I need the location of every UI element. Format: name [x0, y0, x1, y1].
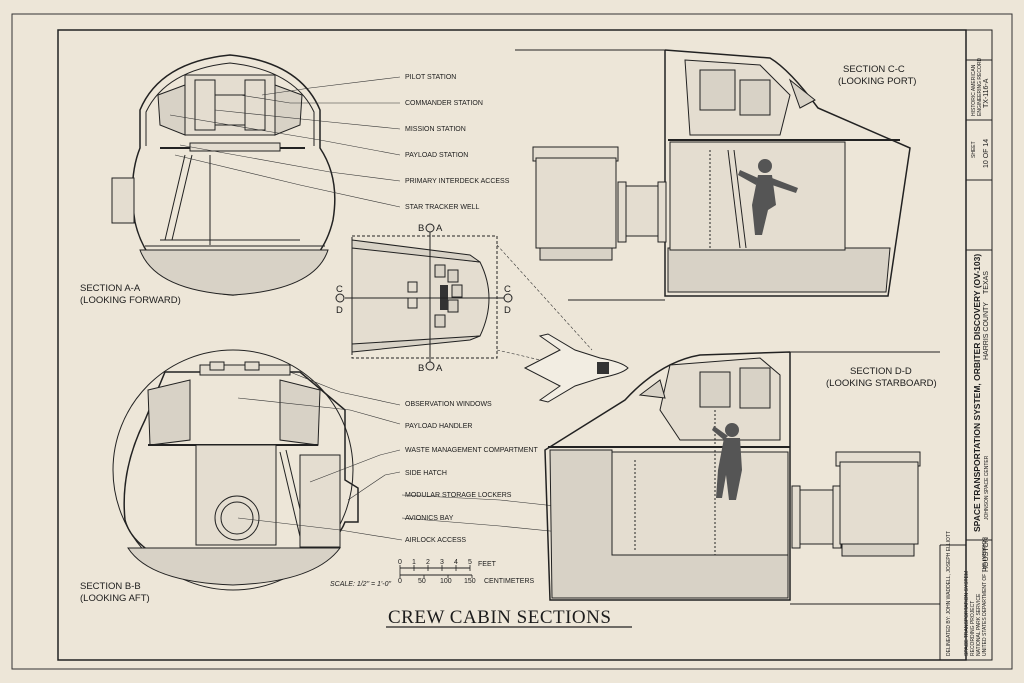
survey-number: TX-116-A — [983, 78, 990, 108]
program-line-3: NATIONAL PARK SERVICE — [976, 593, 982, 656]
title-block-text: SPACE TRANSPORTATION SYSTEM, ORBITER DIS… — [946, 58, 990, 656]
section-aa-subtitle: (LOOKING FORWARD) — [80, 295, 181, 306]
sheet-label: SHEET — [971, 141, 977, 158]
scale-cm-unit: CENTIMETERS — [484, 578, 535, 585]
scale-ft-1: 1 — [412, 559, 416, 566]
scale-cm-50: 50 — [418, 578, 426, 585]
callout-primary-interdeck-access: PRIMARY INTERDECK ACCESS — [405, 178, 510, 185]
section-cc-title: SECTION C-C — [843, 64, 905, 75]
scale-ft-4: 4 — [454, 559, 458, 566]
section-dd-drawing — [544, 351, 940, 605]
callout-payload-handler: PAYLOAD HANDLER — [405, 423, 472, 430]
callout-mission-station: MISSION STATION — [405, 126, 466, 133]
program-line-4: UNITED STATES DEPARTMENT OF THE INTERIOR — [982, 537, 988, 656]
section-aa-leaders — [169, 76, 401, 208]
section-bb-title: SECTION B-B — [80, 581, 141, 592]
section-cc-subtitle: (LOOKING PORT) — [838, 76, 916, 87]
scale-cm-0: 0 — [398, 578, 402, 585]
agency-line-2: ENGINEERING RECORD — [977, 58, 983, 116]
cut-mark-c-right: C — [504, 284, 511, 295]
callout-avionics-bay: AVIONICS BAY — [405, 515, 454, 522]
callout-pilot-station: PILOT STATION — [405, 74, 456, 81]
cut-mark-a-top: A — [436, 223, 443, 234]
cut-marks: B A B A C D C D — [336, 223, 511, 374]
program-line-1: SPACE TRANSPORTATION SYSTEM — [964, 571, 970, 656]
callouts-bottom: OBSERVATION WINDOWS PAYLOAD HANDLER WAST… — [405, 401, 538, 544]
plan-view — [335, 223, 593, 373]
graphic-scale: 0 1 2 3 4 5 FEET 0 50 100 150 CENTIMETER… — [330, 559, 535, 588]
drawing-title: CREW CABIN SECTIONS — [388, 607, 611, 628]
callout-airlock-access: AIRLOCK ACCESS — [405, 537, 466, 544]
cut-mark-b-bottom: B — [418, 363, 424, 374]
agency-line-1: HISTORIC AMERICAN — [971, 64, 977, 116]
scale-ft-unit: FEET — [478, 561, 497, 568]
section-cc-drawing — [515, 49, 911, 301]
callouts-top: PILOT STATION COMMANDER STATION MISSION … — [405, 74, 510, 211]
cut-mark-b-top: B — [418, 223, 424, 234]
scale-ft-2: 2 — [426, 559, 430, 566]
section-aa-title: SECTION A-A — [80, 283, 141, 294]
scale-ft-5: 5 — [468, 559, 472, 566]
title-block-location: JOHNSON SPACE CENTER — [984, 455, 990, 520]
title-block-main: SPACE TRANSPORTATION SYSTEM, ORBITER DIS… — [972, 254, 982, 532]
section-bb-drawing — [112, 349, 359, 591]
scale-cm-100: 100 — [440, 578, 452, 585]
title-block-county: HARRIS COUNTY — [983, 302, 990, 360]
orbiter-key-plan — [523, 333, 629, 403]
callout-commander-station: COMMANDER STATION — [405, 100, 483, 107]
section-dd-title: SECTION D-D — [850, 366, 912, 377]
title-block — [939, 29, 993, 661]
title-block-state: TEXAS — [983, 271, 990, 294]
title-block-city: HOUSTON — [983, 537, 990, 572]
callout-star-tracker-well: STAR TRACKER WELL — [405, 204, 480, 211]
delineated-by: DELINEATED BY: JOHN WADDELL, JOSEPH ELLI… — [946, 531, 952, 656]
callout-payload-station: PAYLOAD STATION — [405, 152, 468, 159]
cut-mark-a-bottom: A — [436, 363, 443, 374]
sheet-number: 10 OF 14 — [983, 139, 990, 168]
callout-waste-management: WASTE MANAGEMENT COMPARTMENT — [405, 447, 538, 454]
cut-mark-d-right: D — [504, 305, 511, 316]
program-line-2: RECORDING PROJECT — [970, 601, 976, 656]
scale-ft-0: 0 — [398, 559, 402, 566]
section-dd-subtitle: (LOOKING STARBOARD) — [826, 378, 937, 389]
callout-modular-storage-lockers: MODULAR STORAGE LOCKERS — [405, 492, 512, 499]
figure-standing-astronaut — [712, 423, 742, 500]
scale-ft-3: 3 — [440, 559, 444, 566]
section-aa-drawing — [111, 54, 336, 296]
outer-border — [11, 13, 1013, 670]
callout-side-hatch: SIDE HATCH — [405, 470, 447, 477]
scale-label: SCALE: 1/2" = 1'-0" — [330, 581, 391, 588]
section-bb-subtitle: (LOOKING AFT) — [80, 593, 150, 604]
cut-mark-d-left: D — [336, 305, 343, 316]
figure-floating-astronaut — [738, 159, 798, 235]
scale-cm-150: 150 — [464, 578, 476, 585]
callout-observation-windows: OBSERVATION WINDOWS — [405, 401, 492, 408]
cut-mark-c-left: C — [336, 284, 343, 295]
